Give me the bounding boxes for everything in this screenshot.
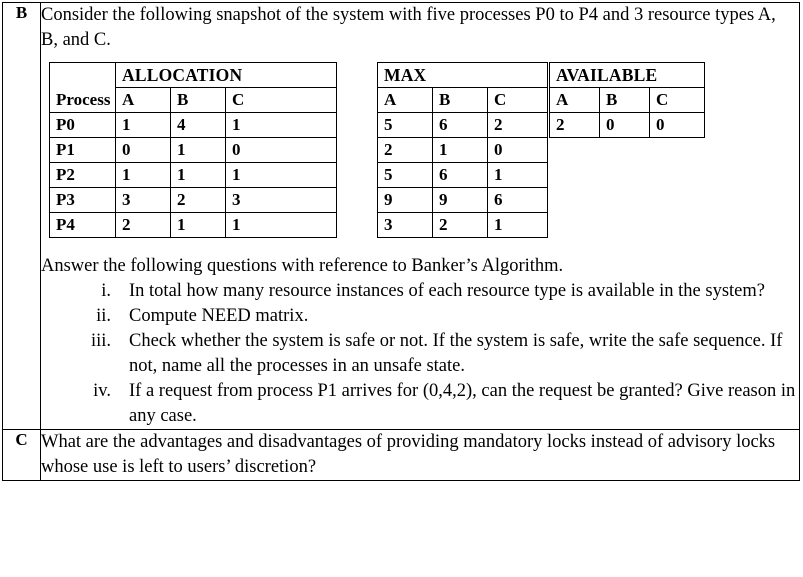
list-item-number: i. [101, 281, 111, 301]
allocation-group-header-row: Process ALLOCATION [49, 62, 337, 113]
max-cell-3-0: 9 [377, 187, 433, 213]
allocation-process-2: P2 [49, 162, 116, 188]
allocation-cell-2-2: 1 [225, 162, 337, 188]
max-cell-1-2: 0 [487, 137, 548, 163]
list-item: iii. Check whether the system is safe or… [41, 329, 799, 379]
allocation-cell-3-2: 3 [225, 187, 337, 213]
max-matrix: MAX A B C 5 6 2 [377, 62, 548, 238]
allocation-column-header-row: A B C [50, 87, 337, 113]
available-column-header-row: A B C [549, 87, 706, 113]
allocation-cell-4-1: 1 [170, 212, 226, 238]
list-item: iv. If a request from process P1 arrives… [41, 379, 799, 429]
table-row: 2 1 0 [377, 137, 548, 163]
list-item: i. In total how many resource instances … [41, 279, 799, 304]
max-cell-4-0: 3 [377, 212, 433, 238]
answer-lead-text: Answer the following questions with refe… [41, 256, 564, 276]
matrices-container: Process ALLOCATION A B C P0 [41, 62, 799, 248]
allocation-cell-0-2: 1 [225, 112, 337, 138]
available-cell-0-2: 0 [648, 112, 706, 138]
table-row: P0 1 4 1 [49, 112, 337, 138]
allocation-process-0: P0 [49, 112, 116, 138]
question-table: B Consider the following snapshot of the… [2, 2, 800, 481]
max-cell-0-1: 6 [432, 112, 488, 138]
max-cell-4-1: 2 [432, 212, 488, 238]
max-col-a: A [377, 87, 433, 113]
available-col-b: B [599, 87, 650, 113]
question-body-c: What are the advantages and disadvantage… [40, 429, 800, 481]
list-item-text: In total how many resource instances of … [129, 281, 765, 301]
allocation-col-a: A [115, 87, 171, 113]
available-group-header-row: AVAILABLE [548, 62, 706, 88]
max-cell-4-2: 1 [487, 212, 548, 238]
table-row: 5 6 2 [377, 112, 548, 138]
allocation-cell-4-0: 2 [115, 212, 171, 238]
question-b-intro: Consider the following snapshot of the s… [41, 5, 776, 50]
allocation-matrix: Process ALLOCATION A B C P0 [49, 62, 337, 238]
available-cell-0-0: 2 [549, 112, 600, 138]
available-group-header: AVAILABLE [548, 62, 706, 88]
list-item-number: iii. [90, 331, 111, 351]
sub-question-list: i. In total how many resource instances … [41, 279, 799, 429]
allocation-cell-4-2: 1 [225, 212, 337, 238]
table-row: 2 0 0 [549, 112, 706, 138]
table-row: P3 3 2 3 [49, 187, 337, 213]
question-row-b: B Consider the following snapshot of the… [2, 2, 800, 430]
table-row: P1 0 1 0 [49, 137, 337, 163]
list-item-text: Check whether the system is safe or not.… [129, 331, 783, 376]
allocation-cell-2-1: 1 [170, 162, 226, 188]
allocation-cell-3-0: 3 [115, 187, 171, 213]
max-cell-0-0: 5 [377, 112, 433, 138]
allocation-col-c: C [225, 87, 337, 113]
allocation-cell-2-0: 1 [115, 162, 171, 188]
allocation-cell-1-1: 1 [170, 137, 226, 163]
max-cell-2-1: 6 [432, 162, 488, 188]
question-c-text: What are the advantages and disadvantage… [41, 432, 776, 477]
max-cell-1-1: 1 [432, 137, 488, 163]
question-body-b: Consider the following snapshot of the s… [40, 2, 800, 430]
table-row: 3 2 1 [377, 212, 548, 238]
table-row: P4 2 1 1 [49, 212, 337, 238]
allocation-cell-1-2: 0 [225, 137, 337, 163]
max-cell-0-2: 2 [487, 112, 548, 138]
allocation-col-b: B [170, 87, 226, 113]
list-item-text: If a request from process P1 arrives for… [129, 381, 796, 426]
question-label-c: C [2, 429, 41, 481]
max-cell-2-0: 5 [377, 162, 433, 188]
question-label-b: B [2, 2, 41, 430]
allocation-process-3: P3 [49, 187, 116, 213]
available-matrix: AVAILABLE A B C 2 0 0 [548, 62, 706, 138]
allocation-cell-0-1: 4 [170, 112, 226, 138]
max-cell-1-0: 2 [377, 137, 433, 163]
max-column-header-row: A B C [377, 87, 548, 113]
available-col-c: C [648, 87, 706, 113]
max-col-b: B [432, 87, 488, 113]
table-row: 9 9 6 [377, 187, 548, 213]
available-col-a: A [549, 87, 600, 113]
table-row: P2 1 1 1 [49, 162, 337, 188]
allocation-process-4: P4 [49, 212, 116, 238]
max-group-header-row: MAX [377, 62, 548, 88]
max-cell-2-2: 1 [487, 162, 548, 188]
allocation-process-header: Process [49, 62, 116, 113]
list-item-number: iv. [93, 381, 111, 401]
question-row-c: C What are the advantages and disadvanta… [2, 429, 800, 481]
available-cell-0-1: 0 [599, 112, 650, 138]
list-item-number: ii. [96, 306, 111, 326]
max-group-header: MAX [377, 62, 548, 88]
allocation-cell-3-1: 2 [170, 187, 226, 213]
max-cell-3-2: 6 [487, 187, 548, 213]
allocation-cell-1-0: 0 [115, 137, 171, 163]
allocation-cell-0-0: 1 [115, 112, 171, 138]
table-row: 5 6 1 [377, 162, 548, 188]
max-col-c: C [487, 87, 548, 113]
allocation-process-1: P1 [49, 137, 116, 163]
list-item: ii. Compute NEED matrix. [41, 304, 799, 329]
allocation-group-header: ALLOCATION [115, 62, 337, 88]
max-cell-3-1: 9 [432, 187, 488, 213]
list-item-text: Compute NEED matrix. [129, 306, 309, 326]
